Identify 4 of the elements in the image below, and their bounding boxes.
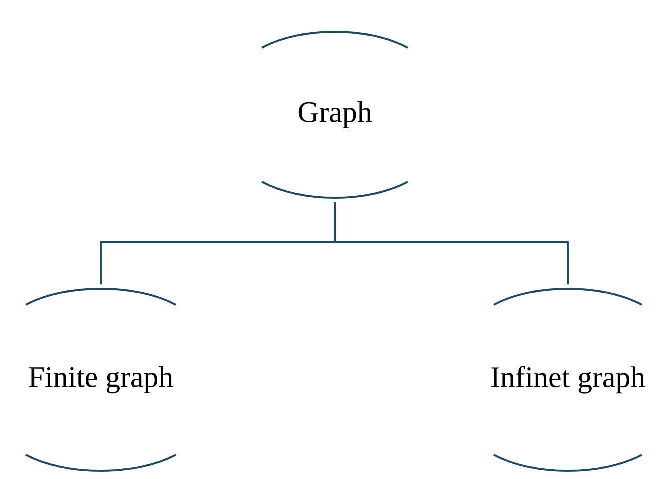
connector [334, 202, 569, 285]
arc-node: Finite graph [26, 288, 176, 472]
arc-node: Infinet graph [492, 288, 646, 472]
arc-node: Graph [262, 31, 408, 199]
